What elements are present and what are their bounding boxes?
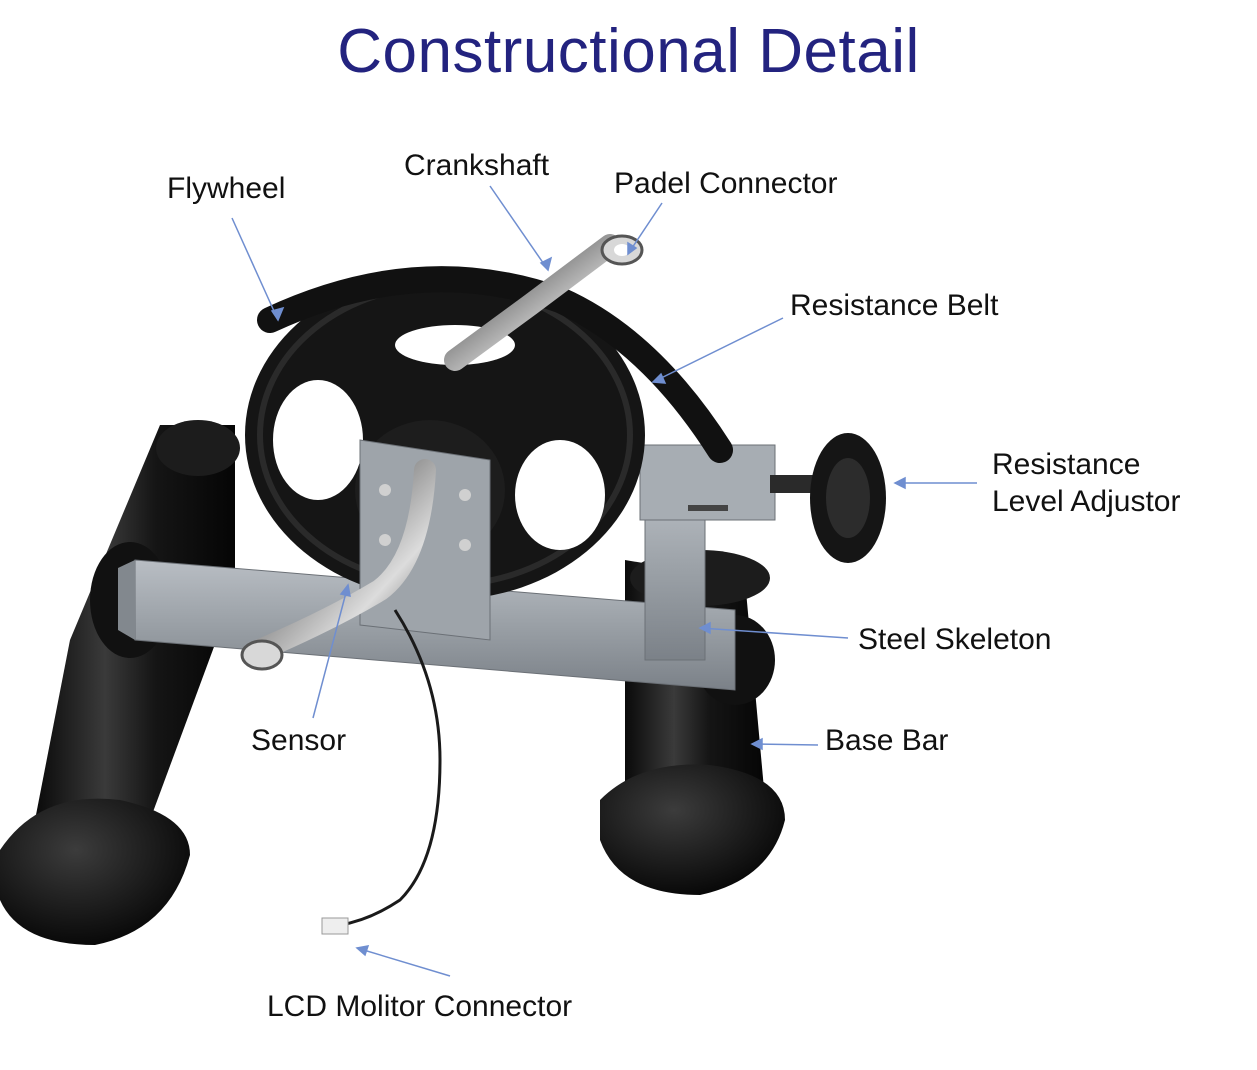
label-crankshaft: Crankshaft <box>404 149 550 182</box>
front-crank-arm <box>240 459 436 671</box>
left-base-bar <box>0 420 240 945</box>
hub-plate <box>355 420 505 641</box>
label-steel-skeleton: Steel Skeleton <box>858 623 1052 656</box>
label-flywheel: Flywheel <box>167 172 286 205</box>
lcd-connector-plug <box>321 917 349 935</box>
label-resistance-adjustor-line1: Resistance <box>992 448 1141 481</box>
resistance-adjustor-knob <box>770 433 886 563</box>
resistance-belt <box>257 266 733 463</box>
crankshaft <box>444 234 644 371</box>
label-resistance-belt: Resistance Belt <box>790 289 999 322</box>
label-resistance-adjustor-line2: Level Adjustor <box>992 485 1181 518</box>
sensor-cable <box>339 609 442 927</box>
diagram-title: Constructional Detail <box>337 17 920 86</box>
label-sensor: Sensor <box>251 724 347 757</box>
label-lcd-connector: LCD Molitor Connector <box>267 990 573 1023</box>
label-padel-connector: Padel Connector <box>614 167 838 200</box>
callout-arrows <box>231 185 977 977</box>
label-base-bar: Base Bar <box>825 724 949 757</box>
